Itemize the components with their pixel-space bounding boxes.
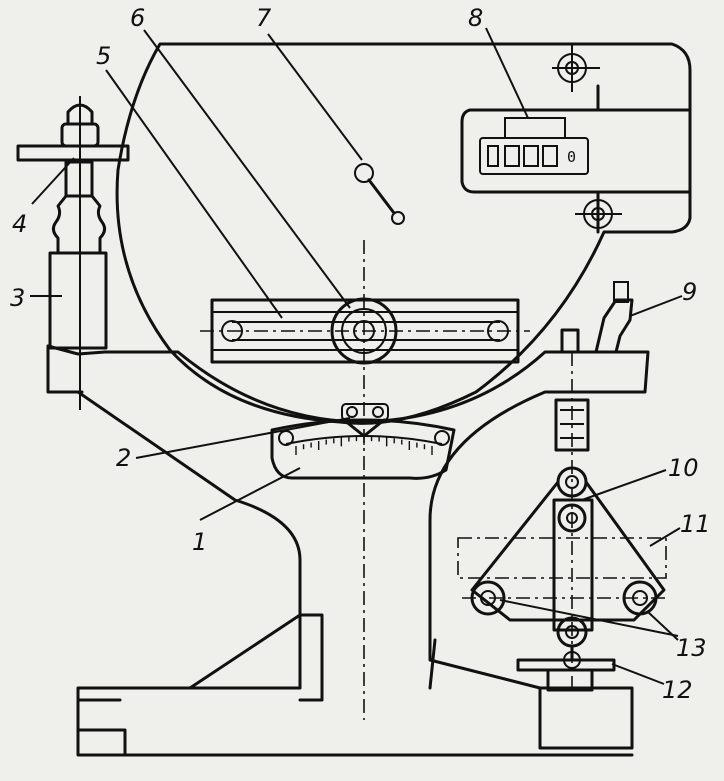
leader-lines	[30, 27, 683, 685]
leader-9	[629, 295, 683, 317]
leader-13b	[647, 611, 679, 641]
top-screw	[16, 96, 130, 410]
callout-labels: 1 2 3 4 5 6 7 8 9 10 11 12 13	[10, 4, 711, 704]
leader-8	[485, 27, 529, 119]
scale-segment	[270, 418, 456, 480]
right-post	[560, 281, 634, 354]
callout-5: 5	[96, 42, 111, 70]
callout-4: 4	[12, 210, 27, 238]
pointer	[341, 403, 389, 438]
callout-8: 8	[468, 4, 483, 32]
counter-digit	[542, 145, 558, 167]
counter-digit	[523, 145, 539, 167]
leader-10	[581, 469, 667, 501]
counter-digit	[504, 145, 520, 167]
leader-7	[267, 33, 363, 161]
leader-4	[31, 157, 75, 205]
leader-1	[199, 467, 301, 521]
leader-2	[135, 417, 351, 459]
callout-12: 12	[662, 676, 693, 704]
callout-9: 9	[682, 278, 697, 306]
callout-6: 6	[130, 4, 145, 32]
bed-frame	[46, 344, 650, 757]
callout-13: 13	[676, 634, 707, 662]
callout-2: 2	[116, 444, 131, 472]
top-right-pivot	[552, 44, 600, 92]
leader-11	[649, 527, 681, 547]
callout-10: 10	[668, 454, 699, 482]
right-lower-pivot	[575, 199, 622, 229]
callout-11: 11	[680, 510, 711, 538]
scale-ticks	[295, 436, 433, 455]
leader-12	[611, 663, 665, 685]
counter-housing: 0	[460, 84, 692, 234]
handle	[354, 163, 405, 225]
left-column	[48, 160, 108, 350]
leader-13a	[499, 599, 679, 637]
leader-5	[105, 69, 283, 319]
callout-3: 3	[10, 284, 25, 312]
callout-1: 1	[192, 528, 207, 556]
linkage-mechanism	[457, 352, 667, 692]
counter-value: 0	[567, 148, 576, 166]
counter-digit	[487, 145, 499, 167]
large-disc	[115, 42, 692, 425]
callout-7: 7	[256, 4, 272, 32]
leader-6	[143, 29, 351, 309]
